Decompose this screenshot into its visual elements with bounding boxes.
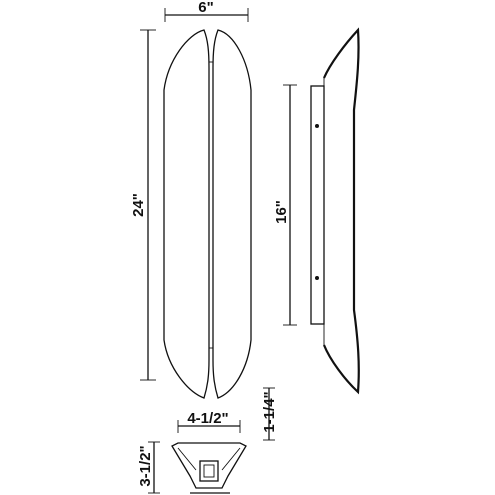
dim-line-projection <box>263 387 275 441</box>
dim-label-mount-height: 16" <box>273 200 290 224</box>
bottom-shade-profile <box>171 442 247 489</box>
mounting-plate <box>310 85 325 325</box>
dim-label-bottom-depth: 3-1/2" <box>137 445 154 486</box>
front-view: 6" 24" <box>130 0 252 399</box>
mount-screw-bottom <box>315 276 319 280</box>
dim-label-overall-height: 24" <box>130 193 147 217</box>
right-shade <box>212 29 252 399</box>
dim-label-width-top: 6" <box>198 0 213 16</box>
side-view: 16" <box>273 27 360 395</box>
dim-line-overall-height <box>140 29 156 381</box>
dim-line-bottom-width <box>177 420 241 433</box>
dim-label-bottom-width: 4-1/2" <box>187 410 228 427</box>
dim-line-width-top <box>164 8 249 22</box>
bottom-canopy-inner <box>203 464 215 478</box>
bottom-canopy <box>199 460 219 482</box>
bottom-view: 4-1/2" 1-1/4" 3-1/2" <box>137 387 278 494</box>
mount-screw-top <box>315 124 319 128</box>
left-shade <box>163 29 210 399</box>
dim-label-projection: 1-1/4" <box>261 391 278 432</box>
side-shade-profile <box>322 27 360 395</box>
dim-line-mount-height <box>283 84 297 326</box>
bottom-shade-inner-edges <box>177 447 241 471</box>
dim-line-bottom-depth <box>148 441 160 494</box>
